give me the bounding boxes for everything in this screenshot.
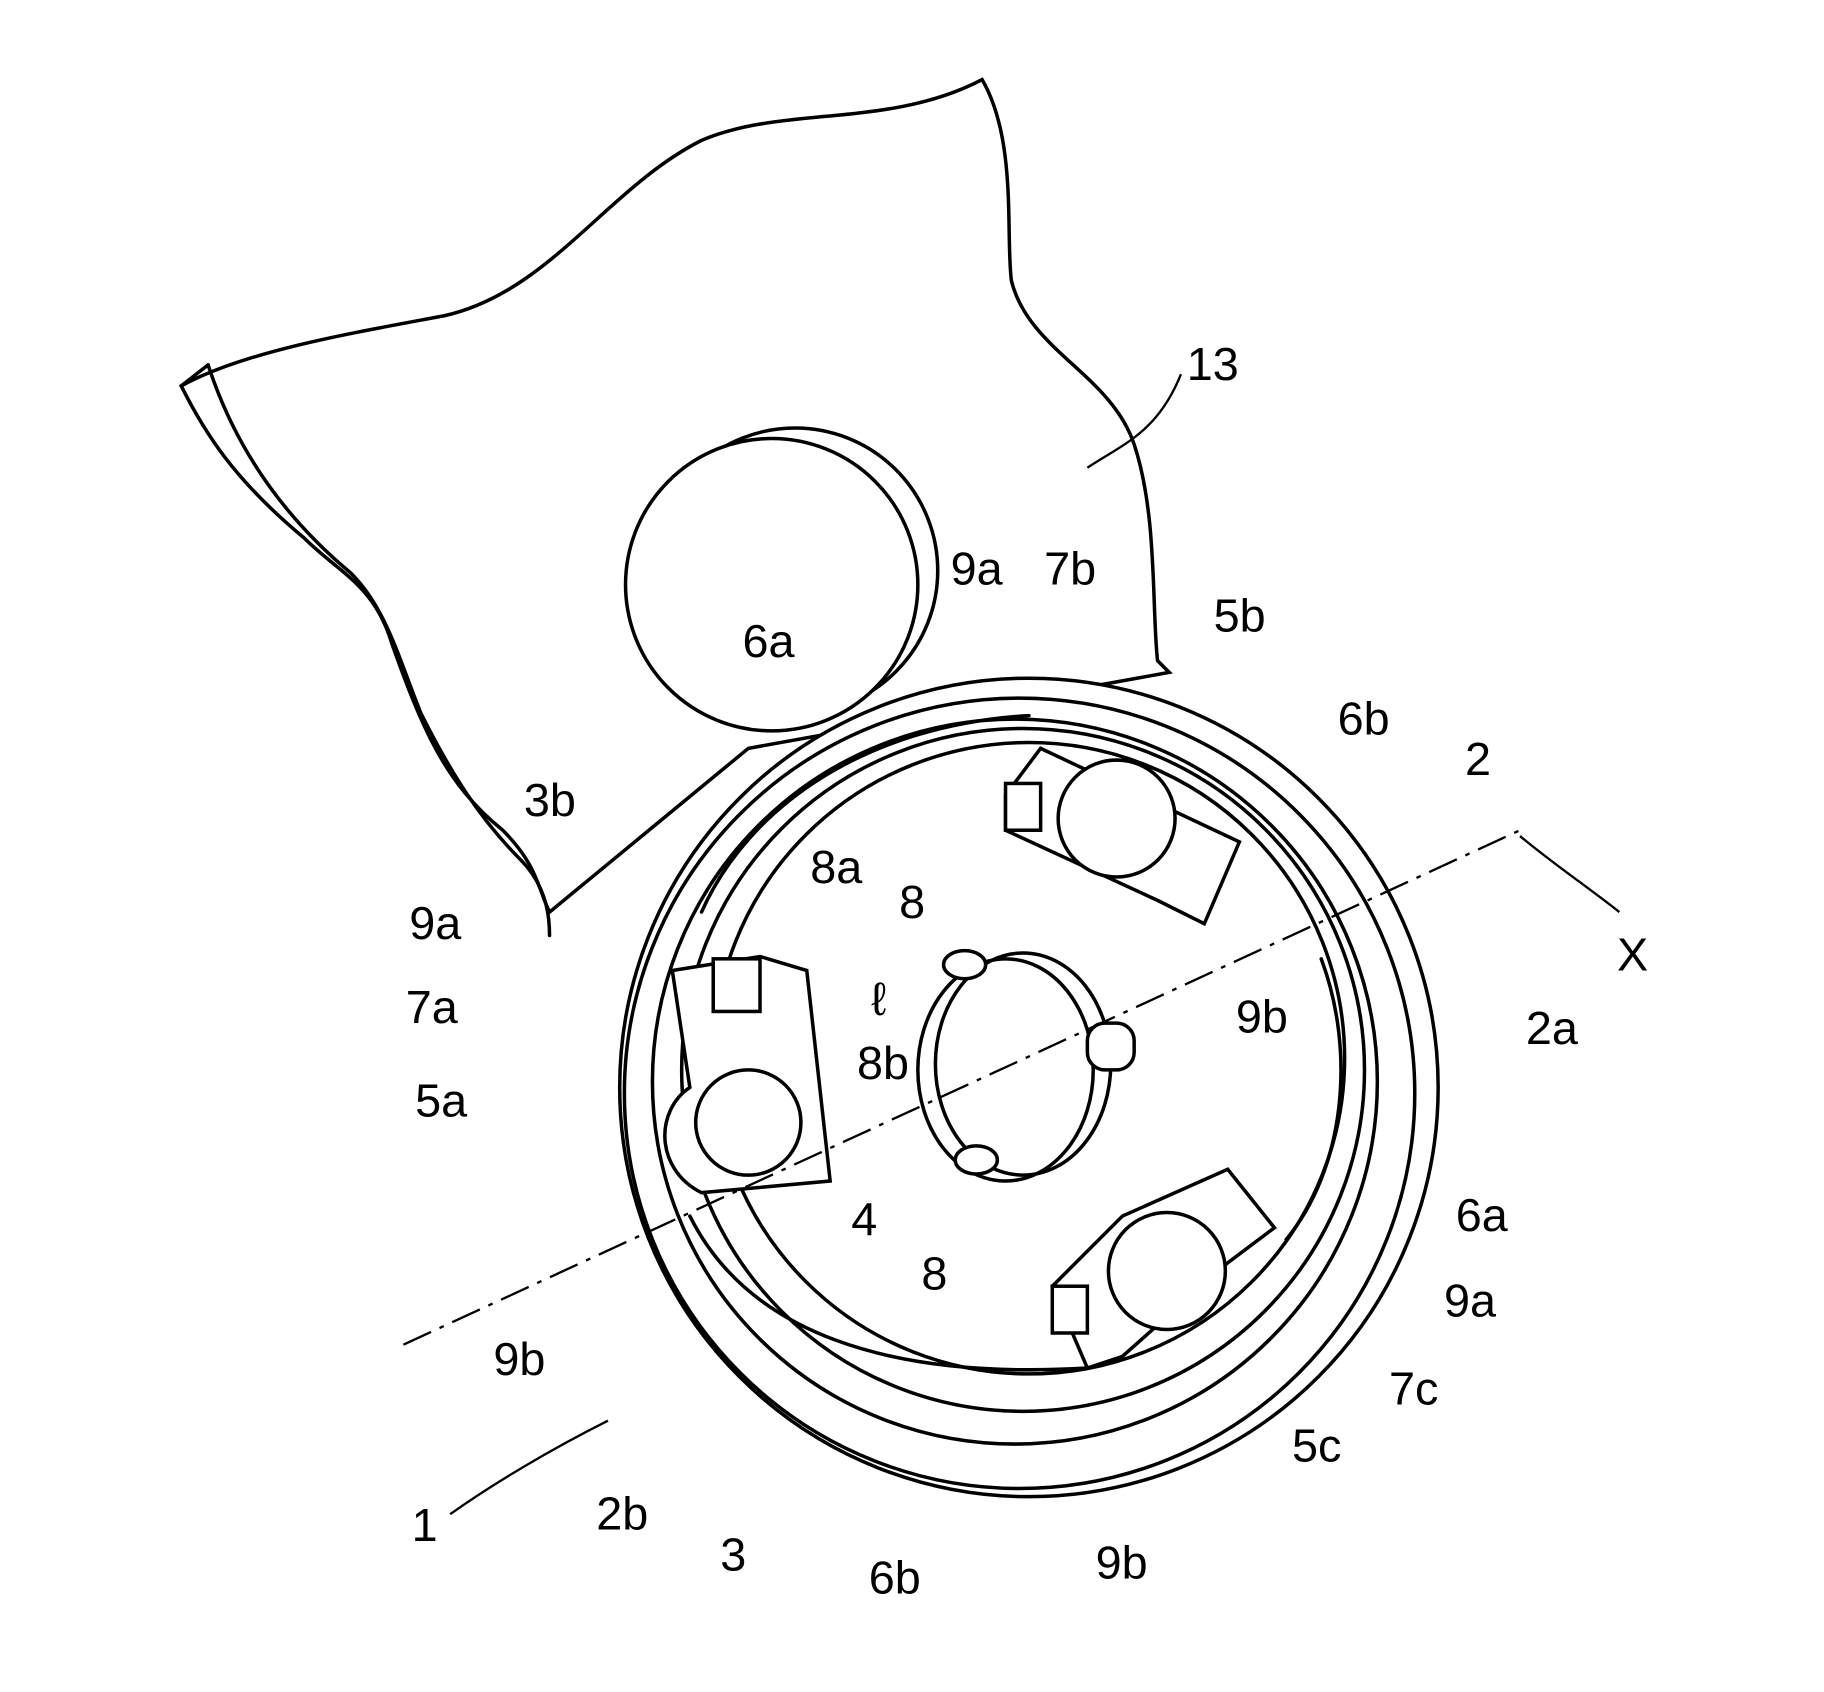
label: 6b (1338, 692, 1390, 744)
label: 8a (810, 841, 862, 893)
label: 6a (742, 615, 794, 667)
rollers (663, 746, 1277, 1371)
label: 5c (1292, 1420, 1341, 1472)
label: 8 (899, 876, 925, 928)
axis-x (402, 829, 1521, 1346)
label: 2a (1526, 1002, 1578, 1054)
label: 8 (921, 1248, 947, 1300)
label: 3 (720, 1528, 746, 1580)
small-circle (623, 426, 940, 733)
label: ℓ (871, 973, 886, 1025)
label: 9b (1096, 1537, 1148, 1589)
label: 5a (415, 1075, 467, 1127)
label: 8b (857, 1037, 909, 1089)
label: 9a (1444, 1275, 1496, 1327)
label: 6b (869, 1552, 921, 1604)
label: 9b (493, 1333, 545, 1385)
label: 7c (1389, 1362, 1438, 1414)
leader-lines (449, 373, 1621, 1516)
label: 2 (1465, 733, 1491, 785)
label: 9a (951, 543, 1003, 595)
label: 6a (1456, 1189, 1508, 1241)
label: 3b (524, 774, 576, 826)
label: 2b (596, 1487, 648, 1539)
label: 13 (1187, 338, 1239, 390)
label: 7b (1044, 543, 1096, 595)
reference-labels: 13 9a 7b 5b 6a 6b 2 3b 8a 8 9a X ℓ 7a 9b… (406, 338, 1649, 1604)
label: X (1617, 929, 1648, 981)
label: 9a (409, 897, 461, 949)
label: 9b (1236, 990, 1288, 1042)
label: 1 (412, 1499, 438, 1551)
hub-4 (916, 948, 1136, 1183)
label: 5b (1214, 589, 1266, 641)
label: 4 (851, 1193, 877, 1245)
label: 7a (406, 981, 458, 1033)
